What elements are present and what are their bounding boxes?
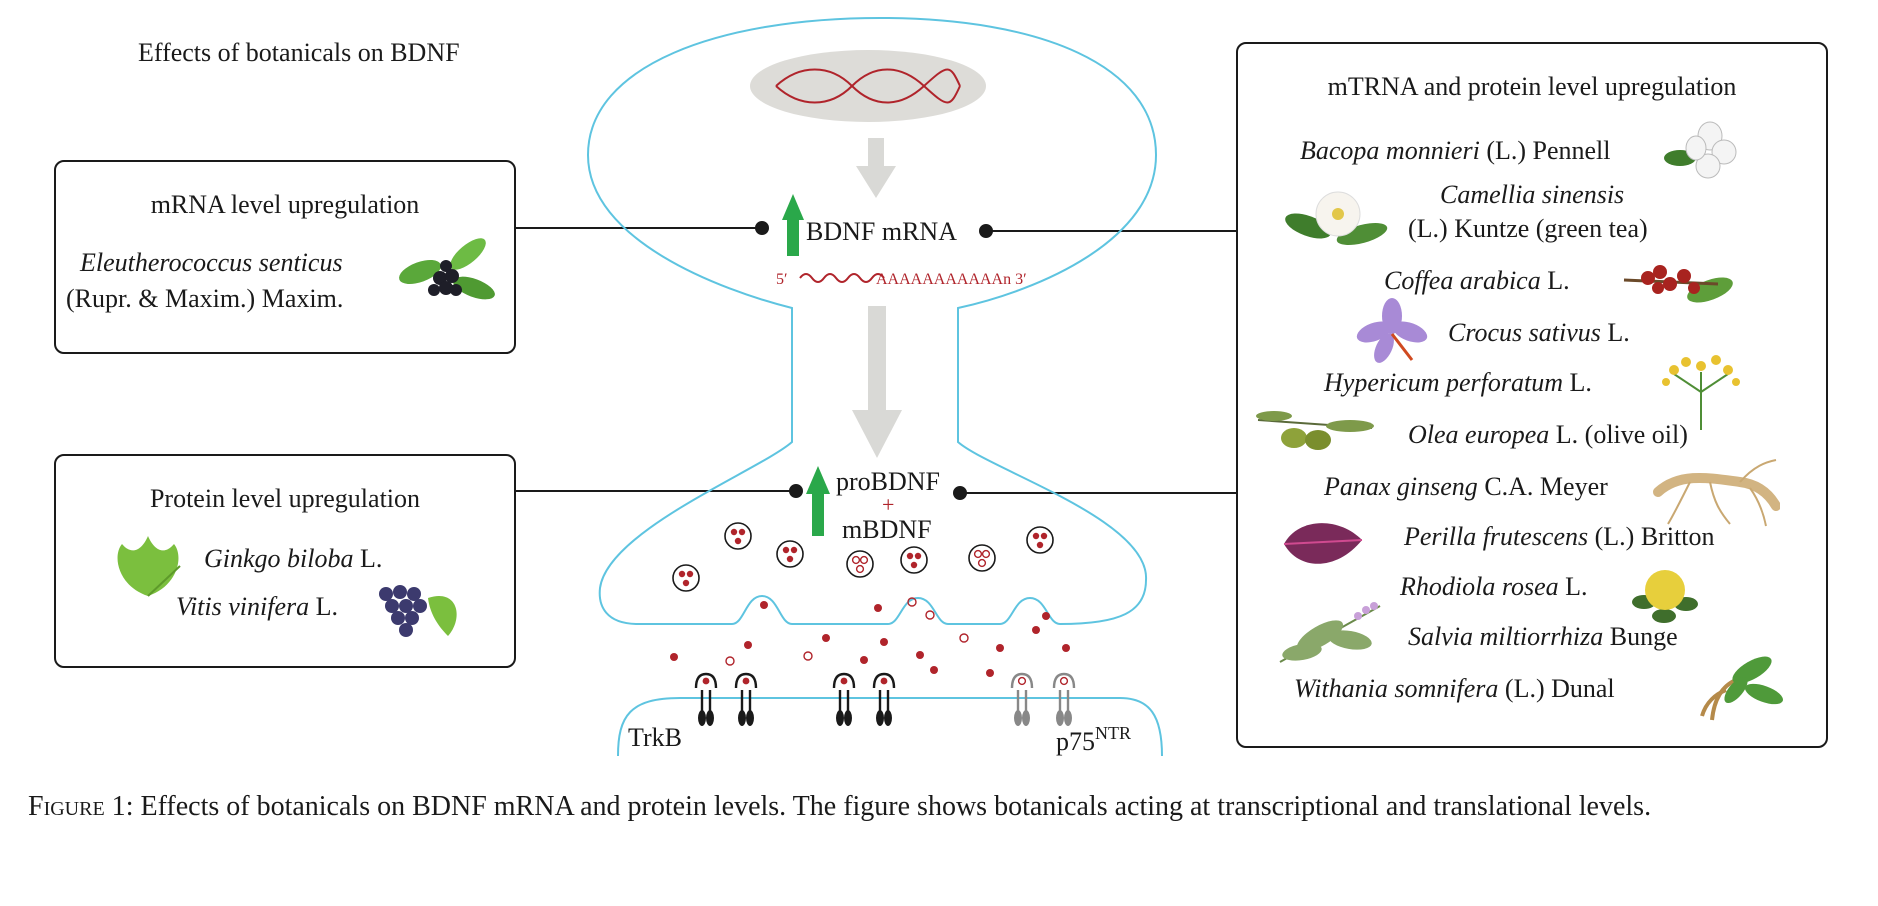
saffron-crocus-icon (1356, 298, 1428, 363)
plant-item: Camellia sinensis (1440, 180, 1624, 210)
postsynaptic-membrane (617, 697, 1163, 757)
trkb-receptors (694, 672, 896, 712)
p75ntr-receptors (1010, 672, 1076, 712)
st-johns-wort-icon (1662, 355, 1740, 430)
plant-authority: L. (1547, 266, 1570, 295)
plant-authority: Bunge (1609, 622, 1678, 651)
connector-lines (516, 221, 1236, 500)
released-bdnf (670, 601, 1070, 677)
plant-item: Bacopa monnieri (L.) Pennell (1300, 136, 1611, 166)
dna-helix (775, 68, 961, 104)
trkb-label: TrkB (628, 723, 682, 752)
plant-item: (L.) Kuntze (green tea) (1408, 214, 1648, 244)
caption-lead: Figure 1 (28, 791, 126, 822)
plant-species: Camellia sinensis (1440, 180, 1625, 209)
plant-authority: C.A. Meyer (1484, 472, 1608, 501)
plant-authority: L. (1565, 572, 1588, 601)
plant-species: Olea europea (1408, 420, 1550, 449)
plant-authority: L. (1569, 368, 1592, 397)
poly-a-tail-label: AAAAAAAAAAAn 3′ (876, 271, 1027, 288)
flow-arrow-transcription (856, 138, 896, 198)
plant-species: Withania somnifera (1294, 674, 1499, 703)
plant-item: Vitis vinifera L. (176, 592, 338, 622)
plant-authority: (L.) Britton (1594, 522, 1715, 551)
plant-authority: L. (360, 544, 383, 573)
mbdnf-label: mBDNF (842, 515, 932, 544)
plant-authority: (L.) Kuntze (green tea) (1408, 214, 1648, 243)
plant-species: Eleutherococcus senticus (80, 248, 343, 277)
plant-item: Rhodiola rosea L. (1400, 572, 1588, 602)
plant-species: Perilla frutescens (1404, 522, 1589, 551)
protein-box-title: Protein level upregulation (149, 484, 421, 513)
presynaptic-membrane (586, 16, 1158, 626)
plant-item: Coffea arabica L. (1384, 266, 1570, 296)
p75-label: p75NTR (1056, 723, 1131, 756)
bdnf-mrna-label: BDNF mRNA (806, 217, 957, 246)
plant-species: Salvia miltiorrhiza (1408, 622, 1604, 651)
plant-species: Coffea arabica (1384, 266, 1541, 295)
plant-authority: L. (315, 592, 339, 621)
olive-icon (1256, 411, 1374, 450)
perilla-leaf-icon (1283, 523, 1363, 564)
p75-text: p75 (1056, 727, 1095, 756)
plant-item: Withania somnifera (L.) Dunal (1294, 674, 1615, 704)
coffee-cherries-icon (1623, 265, 1733, 303)
bacopa-flower-icon (1664, 121, 1737, 179)
grapes-icon (379, 585, 457, 637)
plant-item: (Rupr. & Maxim.) Maxim. (66, 284, 343, 314)
flow-arrow-translation (852, 306, 902, 458)
rhodiola-icon (1632, 570, 1698, 623)
plant-item: Ginkgo biloba L. (204, 544, 382, 574)
p75-superscript: NTR (1095, 723, 1131, 743)
plant-item: Eleutherococcus senticus (80, 248, 343, 278)
plant-species: Vitis vinifera (176, 592, 310, 621)
mrna-5-prime-label: 5′ (776, 271, 788, 288)
mrna-strand (799, 273, 885, 283)
mrna-up-arrow (782, 194, 804, 256)
withania-icon (1700, 656, 1783, 721)
tea-camellia-icon (1285, 191, 1388, 245)
plant-species: Panax ginseng (1324, 472, 1478, 501)
caption-text: : Effects of botanicals on BDNF mRNA and… (125, 791, 1652, 822)
plant-item: Salvia miltiorrhiza Bunge (1408, 622, 1678, 652)
plant-species: Rhodiola rosea (1400, 572, 1559, 601)
plant-species: Crocus sativus (1448, 318, 1601, 347)
plus-sign: + (882, 492, 894, 517)
plant-item: Hypericum perforatum L. (1324, 368, 1592, 398)
salvia-icon (1279, 602, 1381, 663)
plant-item: Perilla frutescens (L.) Britton (1404, 522, 1715, 552)
plant-item: Olea europea L. (olive oil) (1408, 420, 1688, 450)
plant-species: Bacopa monnieri (1300, 136, 1480, 165)
ginkgo-leaf-icon (117, 536, 181, 597)
mrna-upregulation-box: mRNA level upregulation Eleutherococcus … (54, 160, 516, 354)
ginseng-root-icon (1653, 459, 1780, 527)
figure-caption: Figure 1: Effects of botanicals on BDNF … (28, 788, 1850, 826)
protein-up-arrow (806, 466, 830, 536)
plant-item: Crocus sativus L. (1448, 318, 1630, 348)
plant-species: Hypericum perforatum (1324, 368, 1564, 397)
mrna-protein-upregulation-box: mTRNA and protein level upregulation Bac… (1236, 42, 1828, 748)
plant-authority: (L.) Pennell (1486, 136, 1611, 165)
figure-title: Effects of botanicals on BDNF (138, 38, 460, 67)
plant-item: Panax ginseng C.A. Meyer (1324, 472, 1608, 502)
protein-upregulation-box: Protein level upregulation Ginkgo biloba… (54, 454, 516, 668)
neuron-diagram: BDNF mRNA 5′ AAAAAAAAAAAn 3′ proBDNF + m… (516, 16, 1236, 757)
blackberry-icon (399, 238, 495, 300)
nucleus (750, 50, 986, 122)
plant-authority: L. (1607, 318, 1630, 347)
probdnf-label: proBDNF (836, 467, 940, 496)
plant-authority: L. (olive oil) (1555, 420, 1688, 449)
plant-species: Ginkgo biloba (204, 544, 354, 573)
mrna-box-title: mRNA level upregulation (150, 190, 420, 219)
plant-authority: (Rupr. & Maxim.) Maxim. (66, 284, 344, 313)
plant-authority: (L.) Dunal (1504, 674, 1615, 703)
right-box-title: mTRNA and protein level upregulation (1327, 72, 1737, 101)
